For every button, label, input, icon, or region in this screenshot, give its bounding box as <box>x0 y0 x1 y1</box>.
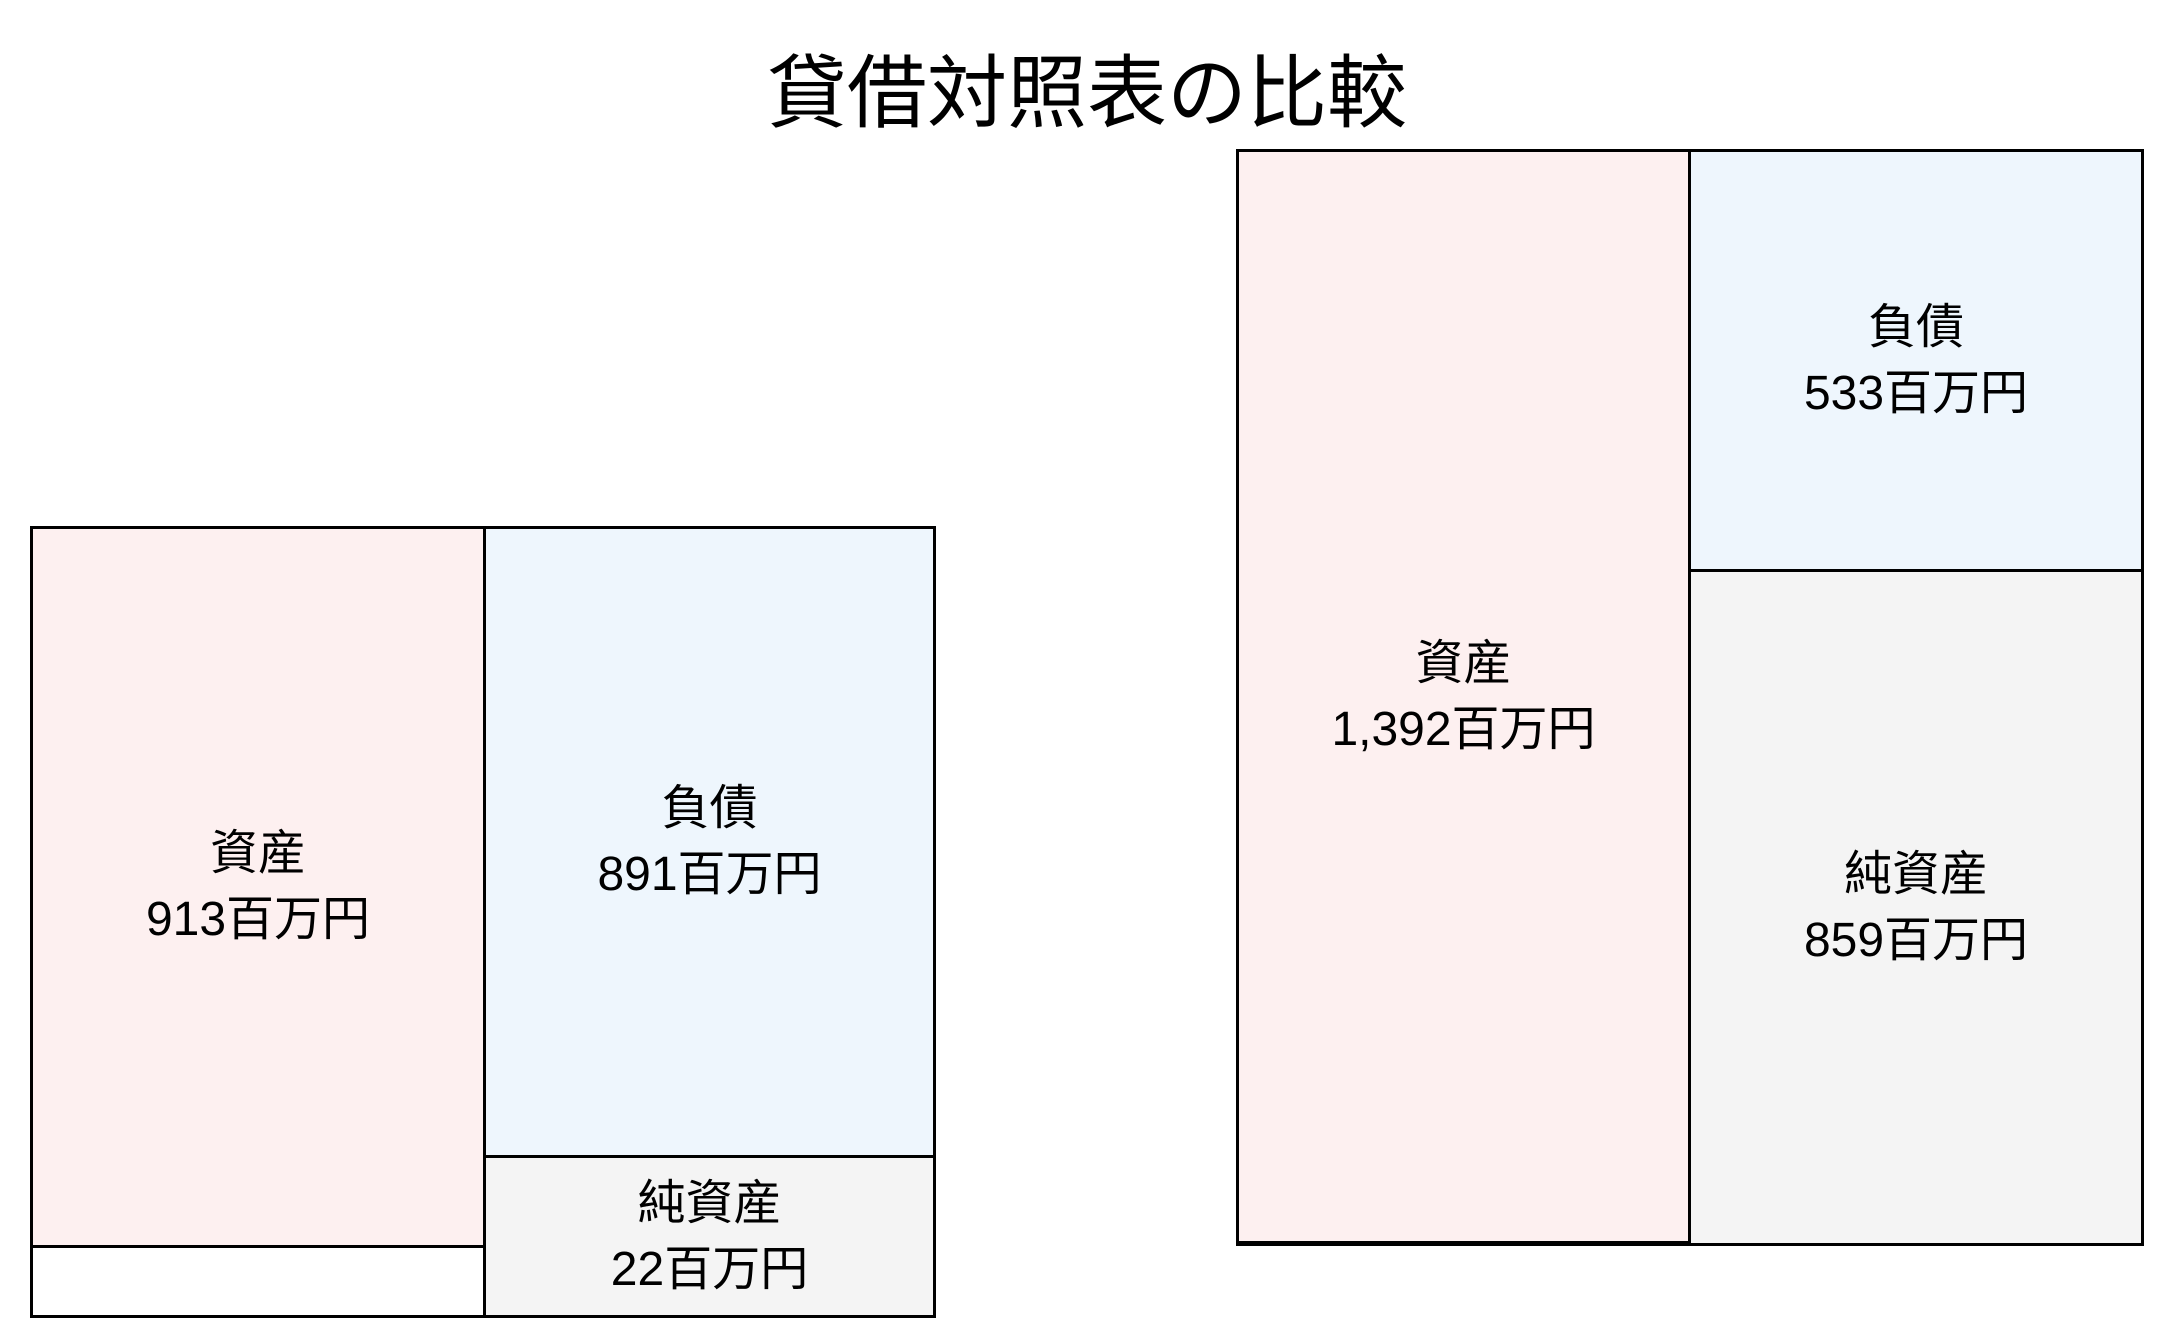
left-net-assets-block: 純資産 22百万円 <box>483 1155 936 1318</box>
right-net-assets-label: 純資産 <box>1843 847 1988 901</box>
right-assets-label: 資産 <box>1415 636 1512 690</box>
left-assets-block: 資産 913百万円 <box>30 526 486 1248</box>
right-net-assets-block: 純資産 859百万円 <box>1688 569 2144 1246</box>
left-liabilities-label: 負債 <box>661 782 758 835</box>
right-assets-block: 資産 1,392百万円 <box>1236 149 1691 1246</box>
chart-title: 貸借対照表の比較 <box>767 49 1407 138</box>
right-liabilities-value: 533百万円 <box>1803 366 2029 420</box>
left-net-assets-label: 純資産 <box>637 1176 782 1230</box>
left-assets-gap <box>30 1245 486 1318</box>
right-liabilities-label: 負債 <box>1867 300 1964 354</box>
right-liabilities-block: 負債 533百万円 <box>1688 149 2144 572</box>
left-assets-label: 資産 <box>209 827 306 880</box>
right-assets-value: 1,392百万円 <box>1331 702 1596 756</box>
left-liabilities-value: 891百万円 <box>597 848 822 901</box>
left-net-assets-value: 22百万円 <box>610 1242 809 1296</box>
left-assets-value: 913百万円 <box>145 893 371 946</box>
right-net-assets-value: 859百万円 <box>1803 913 2029 967</box>
left-liabilities-block: 負債 891百万円 <box>483 526 936 1158</box>
